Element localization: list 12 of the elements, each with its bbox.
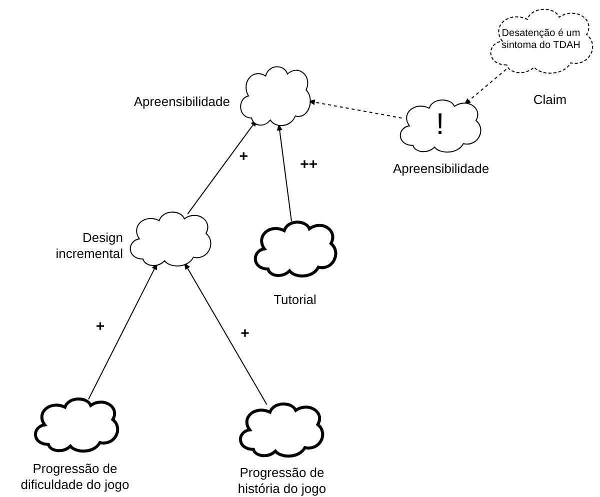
node-caption: Apreensibilidade <box>132 94 230 110</box>
node-caption: Apreensibilidade <box>392 161 490 177</box>
cloud-text: ! <box>436 107 444 143</box>
cloud-text: Desatenção é um sintoma do TDAH <box>500 28 582 52</box>
arrow <box>88 262 158 400</box>
node-caption: Claim <box>532 92 568 108</box>
node-caption: Progressão de história do jogo <box>236 465 328 497</box>
node-caption: Design incremental <box>54 230 123 262</box>
arrow <box>184 262 268 406</box>
arrow <box>276 124 292 222</box>
node-caption: Tutorial <box>272 292 318 308</box>
node-caption: Progressão de dificuldade do jogo <box>20 461 130 493</box>
